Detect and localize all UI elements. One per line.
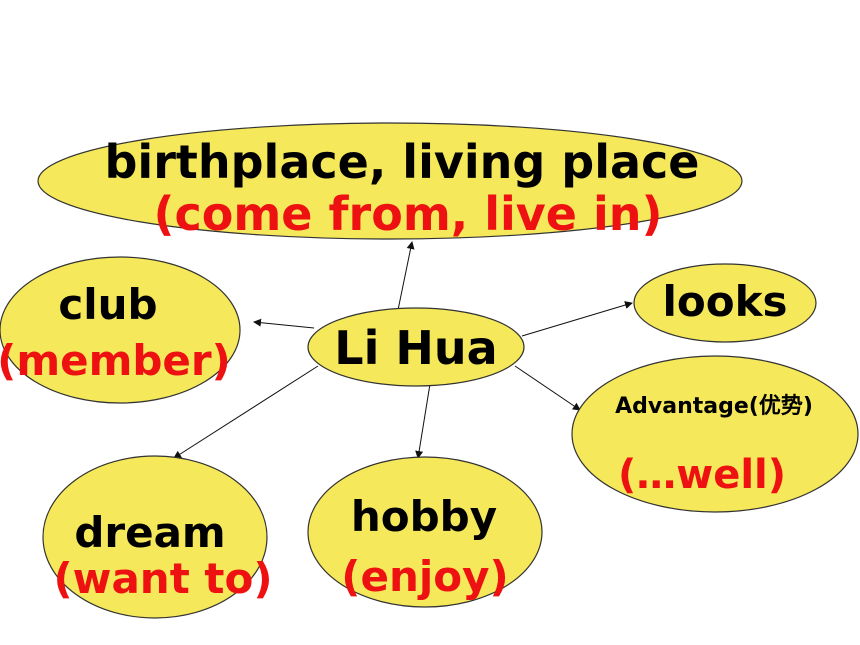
advantage-hint: (…well) bbox=[617, 452, 787, 498]
hobby-label: hobby bbox=[350, 492, 498, 541]
birthplace-node bbox=[37, 122, 743, 240]
dream-node bbox=[42, 455, 268, 619]
arrow-to-dream bbox=[173, 365, 319, 459]
center-node bbox=[307, 307, 525, 387]
arrow-to-advantage bbox=[514, 365, 581, 411]
looks-label: looks bbox=[662, 277, 788, 326]
club-hint: (member) bbox=[0, 336, 231, 385]
arrow-to-club bbox=[253, 318, 315, 329]
club-node bbox=[0, 256, 241, 404]
arrow-to-hobby bbox=[415, 383, 431, 459]
hobby-hint: (enjoy) bbox=[341, 552, 509, 601]
dream-label: dream bbox=[74, 508, 226, 557]
birthplace-label: birthplace, living place bbox=[104, 135, 700, 189]
hobby-node bbox=[307, 456, 543, 608]
club-label: club bbox=[58, 280, 158, 329]
advantage-label: Advantage(优势) bbox=[615, 394, 813, 419]
looks-node bbox=[633, 263, 817, 343]
advantage-node bbox=[571, 355, 859, 513]
center-label: Li Hua bbox=[334, 321, 498, 375]
birthplace-hint: (come from, live in) bbox=[153, 187, 663, 241]
dream-hint: (want to) bbox=[53, 554, 273, 603]
arrow-to-birthplace bbox=[397, 241, 415, 311]
arrow-to-looks bbox=[521, 301, 633, 337]
